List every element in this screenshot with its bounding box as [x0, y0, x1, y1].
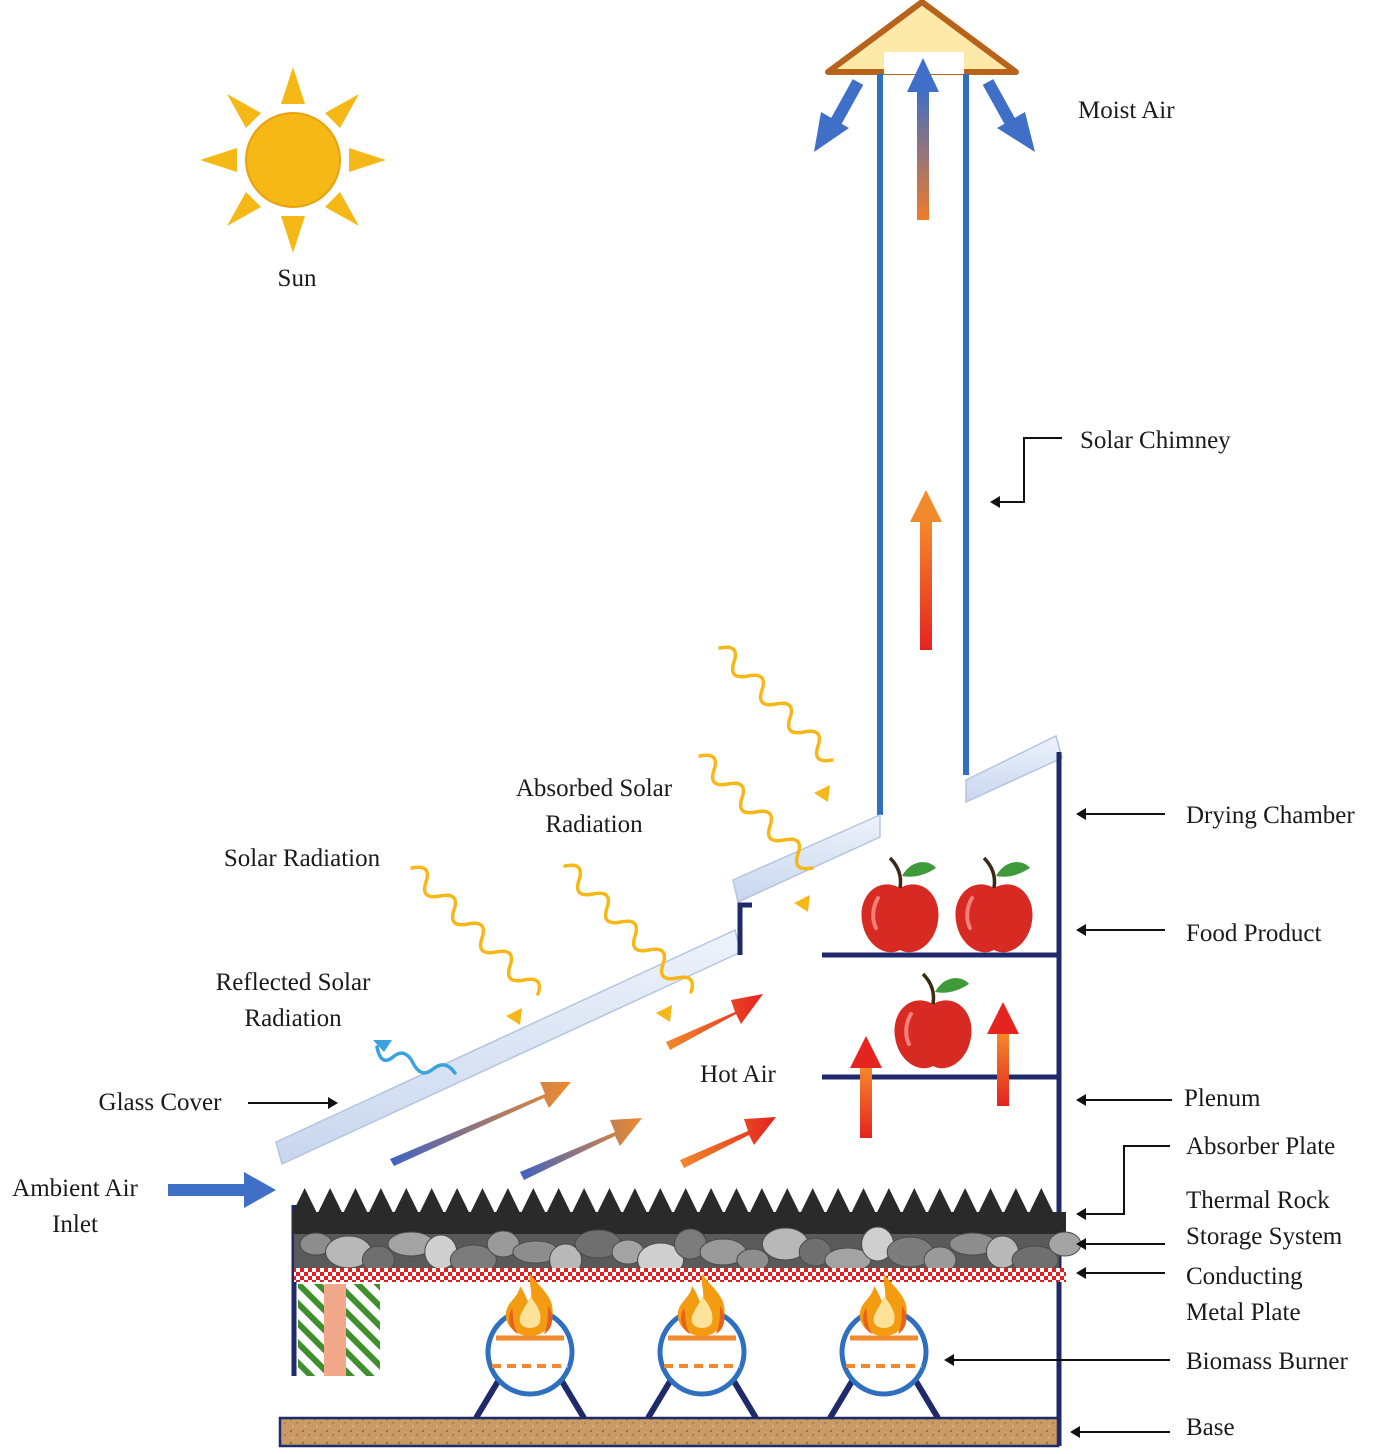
label-conducting-1: Conducting — [1186, 1263, 1303, 1290]
apple-icon — [892, 972, 974, 1071]
label-drying-chamber: Drying Chamber — [1186, 802, 1355, 829]
flame-icon — [859, 1274, 907, 1336]
solar-chimney — [877, 74, 969, 815]
label-food-product: Food Product — [1186, 920, 1321, 947]
label-absorbed-2: Radiation — [545, 811, 643, 838]
plenum-air-arrows — [850, 1002, 1019, 1138]
label-sun: Sun — [278, 265, 317, 292]
biomass-burner — [473, 1274, 587, 1420]
biomass-burner — [827, 1274, 941, 1420]
label-hot-air: Hot Air — [700, 1061, 776, 1088]
label-moist-air: Moist Air — [1078, 97, 1175, 124]
collector-air-arrows — [390, 994, 776, 1180]
ambient-air-inlet-arrow — [168, 1172, 276, 1208]
label-reflected-2: Radiation — [244, 1005, 342, 1032]
moist-air-arrows — [814, 58, 1035, 220]
label-glass-cover: Glass Cover — [99, 1089, 223, 1116]
label-ambient-1: Ambient Air — [12, 1175, 138, 1202]
label-reflected-1: Reflected Solar — [216, 969, 371, 996]
biomass-burner — [645, 1274, 759, 1420]
conducting-metal-plate — [294, 1268, 1066, 1282]
label-ambient-2: Inlet — [52, 1211, 98, 1238]
chimney-hot-air-arrow — [910, 490, 942, 650]
label-pointers — [248, 437, 1172, 1433]
reflected-radiation-wave — [373, 1040, 457, 1075]
absorber-plate — [292, 1188, 1066, 1234]
solar-radiation-waves — [410, 645, 834, 1025]
label-solar-radiation: Solar Radiation — [224, 845, 381, 872]
label-biomass-burner: Biomass Burner — [1186, 1348, 1348, 1375]
label-thermal-rock-2: Storage System — [1186, 1223, 1343, 1250]
thermal-rock-storage — [294, 1226, 1082, 1278]
apple-icon — [859, 856, 941, 955]
flame-icon — [505, 1274, 553, 1336]
label-conducting-2: Metal Plate — [1186, 1299, 1301, 1326]
label-absorbed-1: Absorbed Solar — [516, 775, 673, 802]
label-thermal-rock-1: Thermal Rock — [1186, 1187, 1330, 1214]
sun-icon — [200, 67, 386, 253]
flame-icon — [677, 1274, 725, 1336]
label-plenum: Plenum — [1184, 1085, 1261, 1112]
label-absorber-plate: Absorber Plate — [1186, 1133, 1335, 1160]
biomass-burners — [473, 1274, 941, 1420]
base — [278, 1416, 1060, 1448]
label-solar-chimney: Solar Chimney — [1080, 427, 1231, 454]
rock-icon — [736, 1248, 770, 1272]
apple-icon — [953, 856, 1035, 955]
label-pointer-heads — [328, 496, 1086, 1438]
label-base: Base — [1186, 1414, 1235, 1441]
insulation-block — [298, 1284, 380, 1376]
